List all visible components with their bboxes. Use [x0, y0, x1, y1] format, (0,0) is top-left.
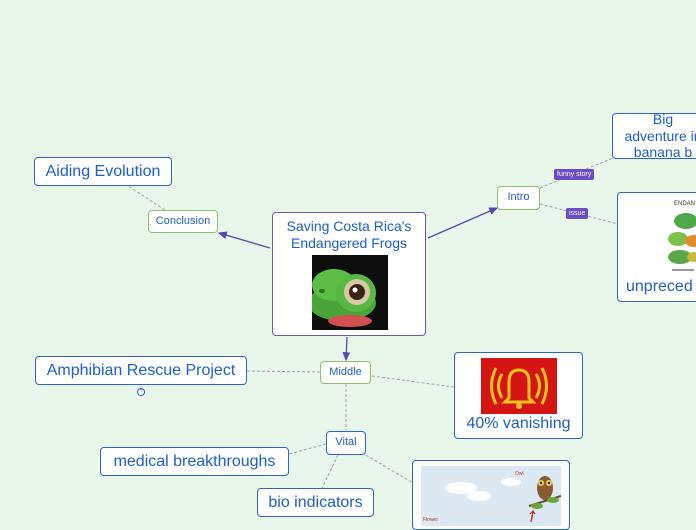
intro-node[interactable]: Intro: [497, 186, 540, 210]
bio-indicators-node[interactable]: bio indicators: [257, 488, 374, 517]
central-topic-title: Saving Costa Rica's Endangered Frogs: [286, 218, 412, 251]
amphibian-rescue-label: Amphibian Rescue Project: [46, 361, 236, 379]
owl-food-chain-image: Owl Flower: [421, 466, 561, 526]
frog-photo: [312, 255, 388, 330]
intro-label: Intro: [507, 191, 530, 204]
central-topic-node[interactable]: Saving Costa Rica's Endangered Frogs: [272, 212, 426, 336]
medical-breakthroughs-label: medical breakthroughs: [113, 452, 276, 470]
big-adventure-label: Big adventure in banana b: [624, 110, 696, 161]
conclusion-node[interactable]: Conclusion: [148, 210, 218, 233]
funny-story-tag[interactable]: funny story: [554, 169, 595, 180]
medical-breakthroughs-node[interactable]: medical breakthroughs: [100, 447, 289, 476]
vital-node[interactable]: Vital: [326, 431, 366, 455]
connector-vital-medical: [288, 443, 327, 455]
vanishing-label: 40% vanishing: [466, 414, 571, 432]
issue-tag[interactable]: issue: [566, 208, 589, 219]
frog-species-chart-image: ENDAN: [660, 197, 696, 277]
bio-indicators-label: bio indicators: [268, 493, 363, 511]
middle-node[interactable]: Middle: [320, 361, 371, 384]
vanishing-node[interactable]: 40% vanishing: [454, 352, 583, 439]
vital-label: Vital: [335, 436, 357, 449]
red-alarm-bell-image: [481, 358, 557, 414]
connector-middle-vanishing: [371, 375, 455, 388]
unprecedented-node[interactable]: ENDAN unpreced: [617, 192, 696, 302]
aiding-evolution-label: Aiding Evolution: [45, 162, 161, 180]
connector-vital-bio: [321, 454, 339, 489]
connector-conclusion-aiding: [127, 185, 166, 211]
connector-central-intro: [427, 207, 499, 239]
frog-caption: Flower: [423, 517, 438, 523]
owl-caption: Owl: [515, 471, 524, 477]
svg-text:ENDAN: ENDAN: [674, 201, 695, 207]
connector-middle-amphibian: [246, 370, 321, 373]
aiding-evolution-node[interactable]: Aiding Evolution: [34, 157, 172, 186]
big-adventure-node[interactable]: Big adventure in banana b: [612, 110, 696, 161]
middle-label: Middle: [329, 365, 362, 378]
unprecedented-label: unpreced: [626, 277, 693, 295]
connector-central-conclusion: [217, 231, 271, 249]
connector-vital-image: [365, 454, 414, 484]
connector-central-middle: [342, 336, 351, 362]
amphibian-rescue-node[interactable]: Amphibian Rescue Project: [35, 356, 247, 385]
conclusion-label: Conclusion: [155, 214, 211, 227]
note-badge[interactable]: ?: [137, 388, 145, 396]
connector-intro-big-adventure: [539, 157, 614, 189]
